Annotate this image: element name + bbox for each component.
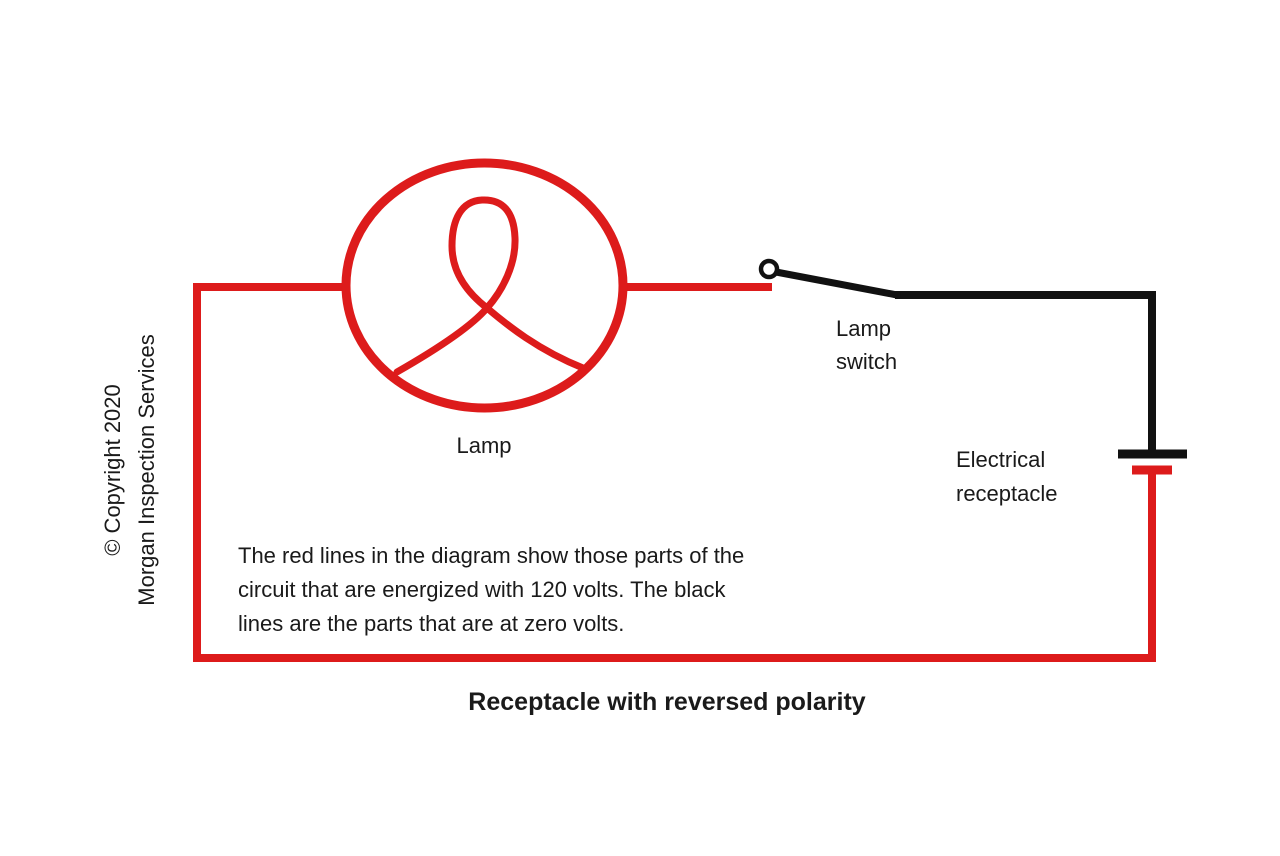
copyright-line2: Morgan Inspection Services	[134, 334, 159, 606]
neutral-wire	[895, 291, 1156, 452]
electrical-receptacle-label-line1: Electrical	[956, 447, 1046, 472]
annotation-line2: circuit that are energized with 120 volt…	[238, 577, 726, 602]
electrical-receptacle-label-line2: receptacle	[956, 481, 1058, 506]
switch-pivot-terminal	[758, 258, 780, 280]
diagram-caption: Receptacle with reversed polarity	[468, 688, 866, 716]
lamp-switch-label-line2: switch	[836, 349, 898, 374]
lamp-filament	[393, 196, 587, 376]
electrical-receptacle-label: Electrical receptacle	[956, 443, 1058, 511]
lamp-switch-label: Lamp switch	[836, 312, 897, 378]
switch-lever	[772, 268, 901, 299]
lamp-bulb-outline	[341, 158, 628, 413]
lamp-label: Lamp	[456, 433, 512, 458]
energized-wire-loop	[193, 283, 1156, 662]
annotation-line1: The red lines in the diagram show those …	[238, 543, 745, 568]
annotation-line3: lines are the parts that are at zero vol…	[238, 611, 625, 636]
copyright-line1: © Copyright 2020	[100, 384, 125, 556]
copyright-notice: © Copyright 2020 Morgan Inspection Servi…	[96, 334, 164, 605]
lamp-switch-label-line1: Lamp	[836, 316, 892, 341]
annotation-text: The red lines in the diagram show those …	[238, 539, 744, 641]
